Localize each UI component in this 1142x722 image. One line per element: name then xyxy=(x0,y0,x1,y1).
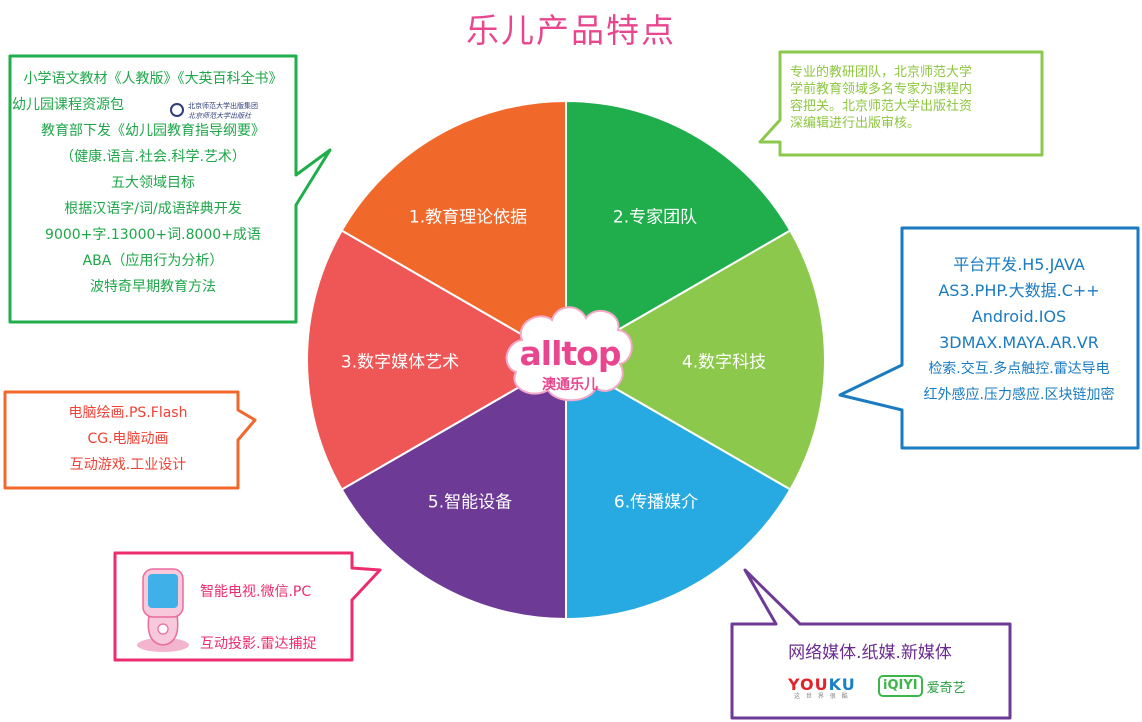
box1-line: 小学语文教材《人教版》《大英百科全书》 xyxy=(23,71,283,87)
segment-label-5: 5.智能设备 xyxy=(427,492,513,513)
box2-line: 容把关。北京师范大学出版社资 xyxy=(790,99,973,114)
box-digital-media-art: 电脑绘画.PS.Flash CG.电脑动画 互动游戏.工业设计 xyxy=(14,400,242,478)
youku-logo-part-a: YOU xyxy=(788,675,829,694)
box5-line: 智能电视.微信.PC xyxy=(200,584,312,600)
logo-word: alltop xyxy=(519,334,622,373)
box3-line: 电脑绘画.PS.Flash xyxy=(68,405,188,421)
box-education-theory: 小学语文教材《人教版》《大英百科全书》 幼儿园课程资源包 教育部下发《幼儿园教育… xyxy=(12,66,294,300)
pie-wedge xyxy=(340,358,567,621)
segment-label-2: 2.专家团队 xyxy=(612,207,698,228)
publisher-seal-icon xyxy=(170,103,184,117)
box3-line: 互动游戏.工业设计 xyxy=(69,457,187,473)
publisher-line-1: 北京师范大学出版集团 xyxy=(188,102,258,110)
box6-line: 网络媒体.纸媒.新媒体 xyxy=(788,643,952,663)
segment-label-4: 4.数字科技 xyxy=(681,352,767,373)
callout-box-4 xyxy=(838,226,1140,450)
box1-line: 五大领域目标 xyxy=(111,175,195,191)
box4-line: Android.IOS xyxy=(971,307,1067,326)
callout-box-6 xyxy=(730,568,1012,720)
box1-line: 幼儿园课程资源包 xyxy=(12,97,124,113)
callout-box-1 xyxy=(8,54,332,324)
box1-line: （健康.语言.社会.科学.艺术） xyxy=(60,149,246,165)
media-logos: YOUKU 这 世 界 很 酷 iQIYI 爱奇艺 xyxy=(782,675,992,701)
center-cloud xyxy=(505,306,633,402)
logo-subtitle: 澳通乐儿 xyxy=(542,377,598,393)
box4-line: 平台开发.H5.JAVA xyxy=(953,255,1085,274)
box4-line: AS3.PHP.大数据.C++ xyxy=(938,281,1100,300)
pie-wedge xyxy=(565,358,792,621)
box2-line: 深编辑进行出版审核。 xyxy=(790,116,921,131)
segment-label-3: 3.数字媒体艺术 xyxy=(340,352,460,373)
pie-wedge xyxy=(563,229,826,491)
box5-line: 互动投影.雷达捕捉 xyxy=(200,636,317,652)
box4-line: 红外感应.压力感应.区块链加密 xyxy=(923,387,1115,403)
box3-line: CG.电脑动画 xyxy=(87,431,169,447)
youku-slogan: 这 世 界 很 酷 xyxy=(794,693,850,700)
box4-line: 3DMAX.MAYA.AR.VR xyxy=(939,333,1099,352)
iqiyi-text: 爱奇艺 xyxy=(926,680,966,696)
box1-line: 根据汉语字/词/成语辞典开发 xyxy=(64,201,242,217)
alltop-logo: alltop 澳通乐儿 xyxy=(512,314,628,402)
box1-line: 9000+字.13000+词.8000+成语 xyxy=(45,227,261,243)
robot-device-icon xyxy=(137,568,189,652)
box-expert-team: 专业的教研团队，北京师范大学 学前教育领域多名专家为课程内 容把关。北京师范大学… xyxy=(790,64,1038,132)
callout-box-3 xyxy=(3,390,257,490)
box-smart-devices: 智能电视.微信.PC 互动投影.雷达捕捉 xyxy=(200,566,350,670)
callout-box-2 xyxy=(758,50,1044,157)
pie-wheel xyxy=(306,99,826,621)
page-title: 乐儿产品特点 xyxy=(466,11,676,50)
box-digital-tech: 平台开发.H5.JAVA AS3.PHP.大数据.C++ Android.IOS… xyxy=(908,252,1130,408)
box-media-channels: 网络媒体.纸媒.新媒体 xyxy=(740,640,1000,666)
segment-label-6: 6.传播媒介 xyxy=(613,492,699,513)
box1-line: ABA（应用行为分析） xyxy=(82,253,224,269)
box2-line: 学前教育领域多名专家为课程内 xyxy=(790,82,973,97)
segment-label-1: 1.教育理论依据 xyxy=(408,207,528,228)
pie-wedge xyxy=(340,99,567,362)
box1-line: 教育部下发《幼儿园教育指导纲要》 xyxy=(41,123,265,139)
youku-logo-part-b: KU xyxy=(828,675,856,694)
publisher-line-2: 北京师范大学出版社 xyxy=(188,112,251,120)
iqiyi-logo: iQIYI 爱奇艺 xyxy=(878,675,966,697)
box4-line: 检索.交互.多点触控.雷达导电 xyxy=(928,361,1110,377)
bnup-publisher-logo: 北京师范大学出版集团 北京师范大学出版社 xyxy=(170,101,282,121)
iqiyi-mark: iQIYI xyxy=(878,675,923,697)
box1-line: 波特奇早期教育方法 xyxy=(90,279,216,295)
pie-wedge xyxy=(306,229,569,491)
box2-line: 专业的教研团队，北京师范大学 xyxy=(790,65,973,80)
youku-logo: YOUKU 这 世 界 很 酷 xyxy=(788,675,856,700)
pie-wedge xyxy=(565,99,792,362)
